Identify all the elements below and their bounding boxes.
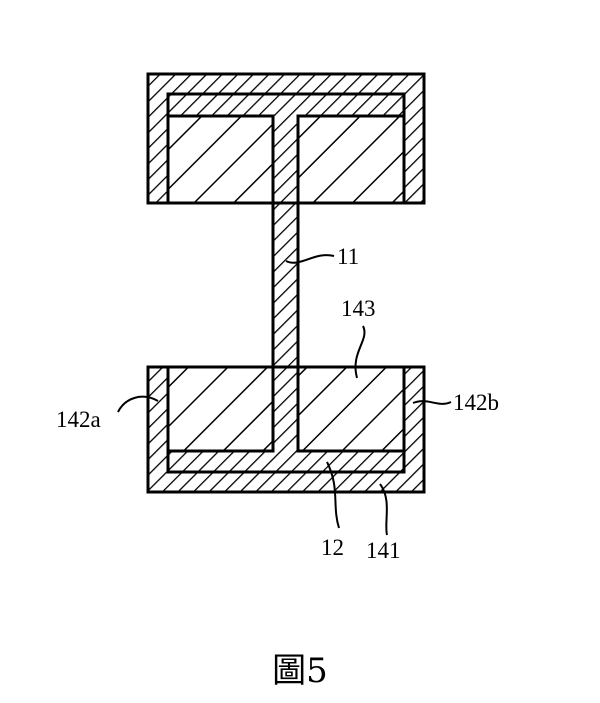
leader-lines xyxy=(117,254,452,536)
label-base-outer: 141 xyxy=(366,538,401,563)
label-base-inner: 12 xyxy=(321,535,344,560)
label-side-right: 142b xyxy=(453,390,499,415)
top-flange xyxy=(146,72,426,372)
bottom-right-filler xyxy=(296,365,406,453)
bottom-left-filler xyxy=(166,365,275,453)
top-left-filler xyxy=(166,114,275,205)
leader-web xyxy=(285,254,335,264)
label-side-left: 142a xyxy=(56,407,101,432)
leader-base-inner xyxy=(326,461,340,529)
top-right-filler xyxy=(296,114,406,205)
label-web: 11 xyxy=(337,244,359,269)
figure-caption: 圖5 xyxy=(272,651,328,691)
leader-base-outer xyxy=(379,483,388,536)
label-filler: 143 xyxy=(341,296,376,321)
bottom-flange xyxy=(146,365,426,494)
leader-filler xyxy=(354,325,366,379)
leader-side-left xyxy=(117,395,159,413)
leader-side-right xyxy=(412,400,452,405)
